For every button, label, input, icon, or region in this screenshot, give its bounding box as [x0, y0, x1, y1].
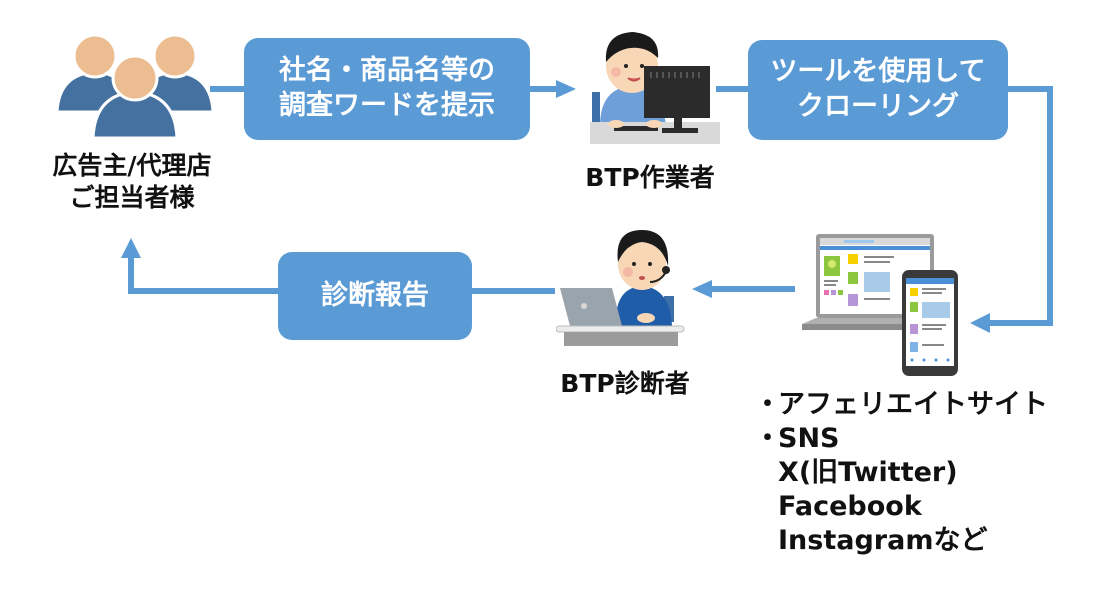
arrowhead-to-worker: [556, 80, 576, 98]
diagnostician-label: BTP診断者: [560, 369, 690, 398]
target-item: X(旧Twitter): [778, 457, 958, 488]
step-crawl-with-tool-line2: クローリング: [796, 91, 959, 122]
client-label-line2: ご担当者様: [69, 183, 195, 212]
target-item: ・SNS: [754, 423, 840, 454]
target-item: Instagramなど: [778, 525, 988, 556]
arrow-step2-to-devices: [988, 86, 1053, 326]
arrowhead-to-devices: [970, 313, 990, 333]
step-present-keywords: 社名・商品名等の 調査ワードを提示: [244, 38, 530, 140]
step-present-keywords-line1: 社名・商品名等の: [279, 55, 495, 87]
step-diagnosis-report-label: 診断報告: [321, 279, 429, 311]
diagnostician-with-headset-icon: [556, 230, 685, 346]
step-diagnosis-report: 診断報告: [278, 252, 472, 340]
client-label-line1: 広告主/代理店: [52, 151, 212, 180]
worker-at-desktop-icon: [590, 32, 720, 144]
arrowhead-to-client: [121, 238, 141, 258]
arrow-step3-to-client: [128, 258, 282, 294]
step-present-keywords-line2: 調査ワードを提示: [279, 90, 495, 121]
target-item: ・アフェリエイトサイト: [754, 389, 1048, 420]
laptop-and-smartphone-icon: [802, 234, 958, 376]
worker-label: BTP作業者: [585, 163, 715, 192]
client-label: 広告主/代理店 ご担当者様: [22, 150, 242, 214]
target-item: Facebook: [778, 491, 922, 522]
people-group-icon: [55, 33, 215, 140]
crawl-targets-list: ・アフェリエイトサイト ・SNS X(旧Twitter) Facebook In…: [754, 388, 1048, 558]
step-crawl-with-tool-line1: ツールを使用して: [770, 56, 986, 88]
arrowhead-to-diagnostician: [692, 280, 712, 298]
step-crawl-with-tool: ツールを使用して クローリング: [748, 40, 1008, 140]
